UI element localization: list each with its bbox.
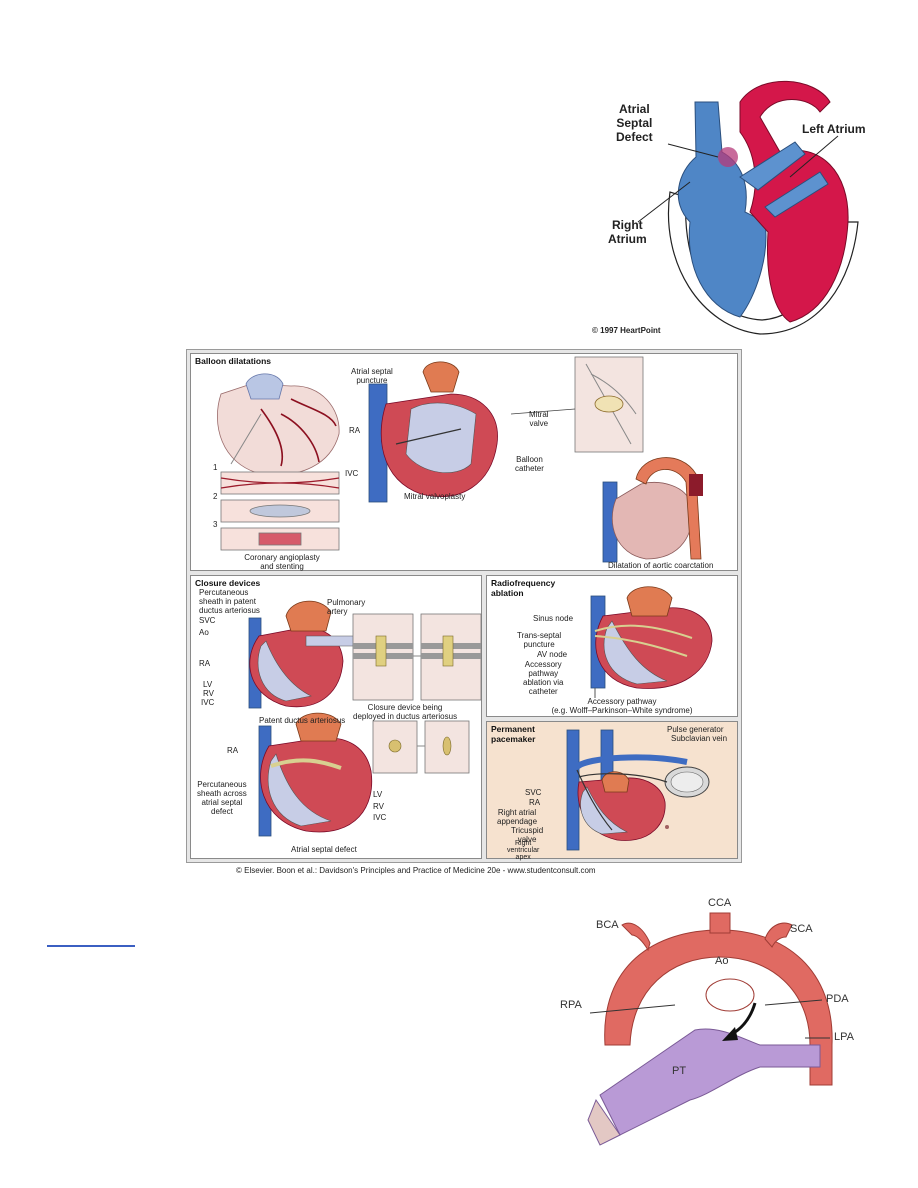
label-rv-2: RV (373, 802, 384, 811)
panel-closure-devices: Closure devices (190, 575, 482, 859)
septal-defect-glow (718, 147, 738, 167)
label-lv: LV (203, 680, 213, 689)
aortic-arch (604, 929, 833, 1086)
label-ivc: IVC (345, 469, 359, 478)
caption-coronary: Coronary angioplasty and stenting (244, 553, 320, 571)
caption-mitral: Mitral valvoplasty (404, 492, 466, 501)
step-1: 1 (213, 463, 218, 472)
label-ra: RA (349, 426, 361, 435)
label-left-atrium: Left Atrium (802, 122, 866, 136)
label-pulmonary-artery: Pulmonary artery (327, 598, 366, 616)
panel-rf-ablation: Radiofrequency ablation Sinus node Trans… (486, 575, 738, 717)
label-atrial-septal-defect: Atrial Septal Defect (616, 102, 653, 144)
copyright-heartpoint: © 1997 HeartPoint (592, 326, 661, 335)
label-svc: SVC (199, 616, 216, 625)
label-pulse-generator: Pulse generator (667, 725, 724, 734)
caption-asd: Atrial septal defect (291, 845, 357, 854)
panel-pacemaker: Permanent pacemaker Pulse generator Subc… (486, 721, 738, 861)
label-rv-apex: Right ventricular apex (507, 840, 540, 861)
pulmonary-vessel (739, 141, 806, 191)
label-rpa: RPA (560, 999, 582, 1011)
label-pt: PT (672, 1065, 687, 1077)
heading-pacemaker: Permanent pacemaker (491, 724, 536, 744)
label-ao: Ao (715, 955, 729, 967)
label-subclavian-vein: Subclavian vein (671, 734, 728, 743)
heading-closure: Closure devices (195, 578, 261, 588)
label-av-node: AV node (537, 650, 568, 659)
pacemaker-illustration (566, 729, 710, 851)
asd-figure: Atrial Septal Defect Left Atrium Right A… (590, 72, 890, 340)
label-sca: SCA (790, 923, 813, 935)
credit-davidson: © Elsevier. Boon et al.: Davidson's Prin… (236, 866, 596, 875)
caption-accessory-pathway: Accessory pathway (e.g. Wolff–Parkinson–… (551, 697, 693, 715)
label-ao: Ao (199, 628, 209, 637)
step-3: 3 (213, 520, 218, 529)
right-heart (677, 101, 767, 318)
pda-arch-illustration (587, 912, 833, 1146)
label-lv-2: LV (373, 790, 383, 799)
pulmonary-trunk (599, 1028, 821, 1136)
caption-coarctation: Dilatation of aortic coarctation (608, 561, 714, 570)
heading-rf: Radiofrequency ablation (491, 578, 556, 598)
label-sinus-node: Sinus node (533, 614, 574, 623)
pulmonary-vessel-2 (764, 171, 829, 218)
label-accessory-ablation: Accessory pathway ablation via catheter (523, 660, 564, 696)
label-right-atrial-appendage: Right atrial appendage (497, 808, 538, 826)
label-ivc-2: IVC (373, 813, 387, 822)
label-svc: SVC (525, 788, 542, 797)
label-rv: RV (203, 689, 214, 698)
balloon-illustrations (217, 356, 703, 563)
label-right-atrium: Right Atrium (608, 218, 647, 246)
label-mitral-valve: Mitral valve (529, 410, 549, 428)
caption-closure-device: Closure device being deployed in ductus … (353, 703, 458, 721)
label-pda: PDA (826, 993, 849, 1005)
label-atrial-septal-puncture: Atrial septal puncture (351, 367, 393, 385)
label-ra-2: RA (227, 746, 239, 755)
label-ra: RA (199, 659, 211, 668)
label-tricuspid-valve: Tricuspid valve (511, 826, 544, 844)
heading-balloon: Balloon dilatations (195, 356, 272, 366)
step-2: 2 (213, 492, 218, 501)
asd-heart-illustration (637, 80, 859, 335)
closure-illustrations (248, 600, 482, 837)
label-lpa: LPA (834, 1031, 854, 1043)
label-percutaneous-sheath-asd: Percutaneous sheath across atrial septal… (197, 780, 247, 816)
label-ivc: IVC (201, 698, 215, 707)
label-ra: RA (529, 798, 541, 807)
davidson-figure: Balloon dilatations (186, 349, 742, 863)
panel-balloon-dilatations: Balloon dilatations (190, 353, 738, 571)
caption-pda: Patent ductus arteriosus (259, 716, 346, 725)
rf-illustration (590, 586, 713, 698)
underline-link[interactable] (47, 945, 135, 947)
label-cca: CCA (708, 897, 732, 909)
label-percutaneous-sheath-pda: Percutaneous sheath in patent ductus art… (199, 588, 260, 615)
label-bca: BCA (596, 919, 619, 931)
label-balloon-catheter: Balloon catheter (515, 455, 544, 473)
pda-figure: CCA BCA SCA Ao RPA PDA LPA PT (560, 895, 880, 1155)
label-trans-septal: Trans-septal puncture (517, 631, 562, 649)
